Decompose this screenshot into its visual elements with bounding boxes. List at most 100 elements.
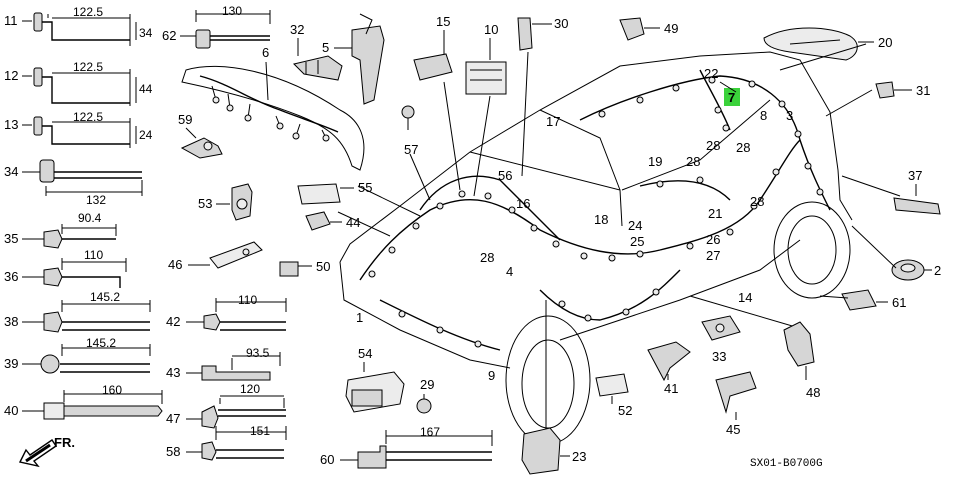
clip-58[interactable]: 58 151 [166, 424, 287, 461]
part-50[interactable]: 50 [279, 259, 330, 277]
part-2[interactable]: 2 [891, 259, 941, 281]
part-57[interactable]: 57 [401, 105, 418, 157]
dim-value: 151 [250, 424, 270, 438]
part-61[interactable]: 61 [841, 289, 906, 311]
dim-value: 90.4 [78, 211, 102, 225]
ref-label: 60 [320, 452, 334, 467]
main-harness [359, 69, 831, 351]
part-9-label[interactable]: 9 [488, 368, 495, 383]
in-car-labels: 22 7 17 19 28 28 8 3 28 21 28 24 25 26 2… [356, 66, 793, 383]
clip-11[interactable]: 11 122.5 34 [4, 5, 153, 46]
part-19-label[interactable]: 19 [648, 154, 662, 169]
clip-38[interactable]: 38 145.2 [4, 290, 151, 333]
side-value: 24 [139, 128, 153, 142]
part-54[interactable]: 54 [345, 346, 405, 413]
ref-label: 46 [168, 257, 182, 272]
ref-label: 12 [4, 68, 18, 83]
dashboard-harness-6[interactable]: 6 [181, 45, 365, 171]
part-10[interactable]: 10 [465, 22, 507, 95]
clip-36[interactable]: 36 110 [4, 248, 127, 288]
part-33[interactable]: 33 [701, 315, 741, 364]
ref-label: 50 [316, 259, 330, 274]
part-5[interactable]: 5 [322, 13, 385, 105]
part-7-label[interactable]: 7 [728, 90, 735, 105]
part-15[interactable]: 15 [413, 14, 453, 81]
dim-value: 122.5 [73, 5, 103, 19]
part-44[interactable]: 44 [305, 211, 360, 231]
clip-34[interactable]: 34 132 [4, 159, 143, 207]
part-45[interactable]: 45 [715, 371, 757, 437]
part-53[interactable]: 53 [198, 183, 253, 221]
part-48[interactable]: 48 [783, 321, 820, 400]
part-21-label[interactable]: 21 [708, 206, 722, 221]
ref-label: 57 [404, 142, 418, 157]
ref-label: 33 [712, 349, 726, 364]
part-28b-label[interactable]: 28 [736, 140, 750, 155]
part-25-label[interactable]: 25 [630, 234, 644, 249]
part-46[interactable]: 46 [168, 241, 263, 272]
clip-40[interactable]: 40 160 [4, 383, 163, 420]
part-28c-label[interactable]: 28 [686, 154, 700, 169]
diagram-code: SX01-B0700G [750, 458, 823, 470]
part-28-label[interactable]: 28 [706, 138, 720, 153]
dim-value: 93.5 [246, 346, 270, 360]
dim-value: 122.5 [73, 60, 103, 74]
part-52[interactable]: 52 [595, 373, 632, 418]
clip-62[interactable]: 62 130 [162, 4, 271, 49]
dim-value: 145.2 [86, 336, 116, 350]
part-56-label[interactable]: 56 [498, 168, 512, 183]
part-59[interactable]: 59 [178, 112, 223, 159]
clip-39[interactable]: 39 145.2 [4, 336, 151, 374]
ref-label: 44 [346, 215, 360, 230]
ref-label: 34 [4, 164, 18, 179]
part-20[interactable]: 20 [763, 27, 892, 61]
dim-value: 145.2 [90, 290, 120, 304]
part-23[interactable]: 23 [521, 427, 586, 475]
part-27-label[interactable]: 27 [706, 248, 720, 263]
clip-12[interactable]: 12 122.5 44 [4, 60, 153, 106]
part-16-label[interactable]: 16 [516, 196, 530, 211]
part-24-label[interactable]: 24 [628, 218, 642, 233]
clip-35[interactable]: 35 90.4 [4, 211, 117, 249]
ref-label: 32 [290, 22, 304, 37]
part-4-label[interactable]: 4 [506, 264, 513, 279]
ref-label: 15 [436, 14, 450, 29]
ref-label: 31 [916, 83, 930, 98]
part-28e-label[interactable]: 28 [480, 250, 494, 265]
ref-label: 11 [4, 13, 18, 28]
clip-60[interactable]: 60 167 [320, 425, 493, 469]
dim-value: 110 [84, 248, 103, 262]
clip-43[interactable]: 43 93.5 [166, 346, 281, 381]
part-30[interactable]: 30 [517, 16, 568, 51]
part-18-label[interactable]: 18 [594, 212, 608, 227]
part-26-label[interactable]: 26 [706, 232, 720, 247]
part-55[interactable]: 55 [297, 180, 372, 205]
ref-label: 52 [618, 403, 632, 418]
part-32[interactable]: 32 [290, 22, 343, 81]
dim-value: 167 [420, 425, 440, 439]
part-22-label[interactable]: 22 [704, 66, 718, 81]
dim-value: 130 [222, 4, 242, 18]
ref-label: 36 [4, 269, 18, 284]
callout-lines [337, 43, 901, 430]
part-37[interactable]: 37 [893, 168, 941, 215]
dim-value: 160 [102, 383, 122, 397]
part-41[interactable]: 41 [647, 341, 691, 396]
part-1-label[interactable]: 1 [356, 310, 363, 325]
part-29[interactable]: 29 [416, 377, 434, 414]
part-3-label[interactable]: 3 [786, 108, 793, 123]
part-8-label[interactable]: 8 [760, 108, 767, 123]
part-14-label[interactable]: 14 [738, 290, 752, 305]
clip-13[interactable]: 13 122.5 24 [4, 110, 153, 148]
part-17-label[interactable]: 17 [546, 114, 560, 129]
ref-label: 40 [4, 403, 18, 418]
clip-42[interactable]: 42 110 [166, 293, 287, 331]
clip-47[interactable]: 47 120 [166, 382, 286, 429]
ref-label: 54 [358, 346, 372, 361]
dim-value: 120 [240, 382, 260, 396]
part-31[interactable]: 31 [875, 81, 930, 99]
ref-label: 6 [262, 45, 269, 60]
part-49[interactable]: 49 [619, 17, 678, 41]
part-28d-label[interactable]: 28 [750, 194, 764, 209]
